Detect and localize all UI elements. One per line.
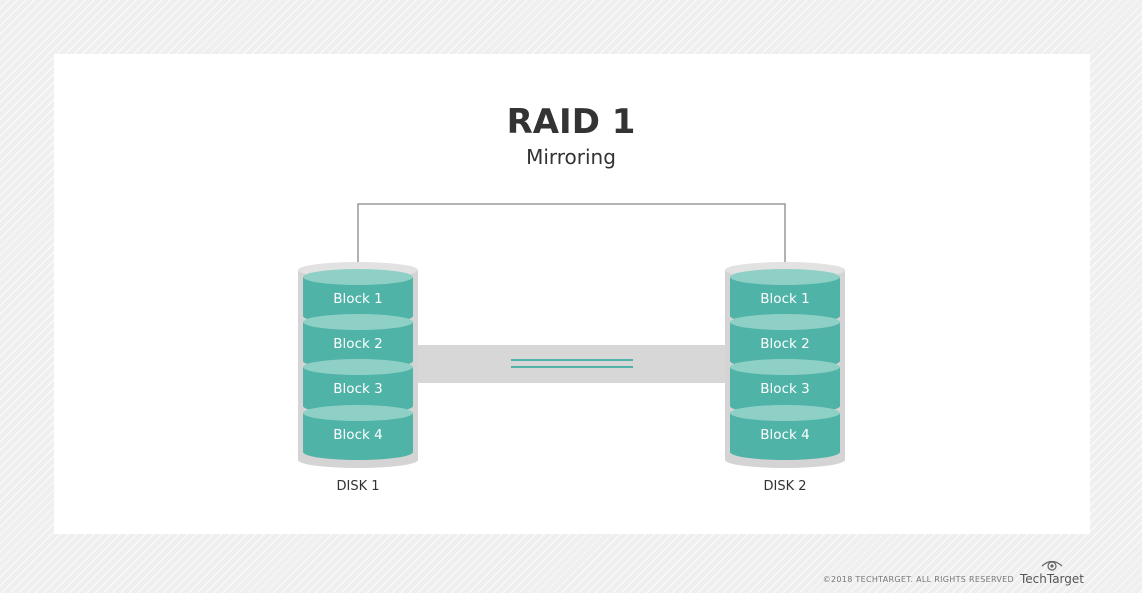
brand-name: TechTarget [1019,572,1084,586]
block-top [303,405,413,421]
disk-1: Block 1 Block 2 Block 3 Block 4 DISK 1 [298,262,418,494]
block-label: Block 3 [760,381,809,397]
block-top [730,314,840,330]
block-bottom [303,444,413,460]
disk-label: DISK 1 [336,479,379,494]
block-label: Block 2 [760,336,809,352]
block-label: Block 1 [333,291,382,307]
block-label: Block 4 [760,427,809,443]
eye-icon [1041,560,1063,571]
disk-label: DISK 2 [763,479,806,494]
techtarget-logo: TechTarget [1019,560,1084,586]
footer: ©2018 TECHTARGET. ALL RIGHTS RESERVED Te… [822,560,1084,586]
block-top [730,359,840,375]
disk-2: Block 1 Block 2 Block 3 Block 4 DISK 2 [725,262,845,494]
copyright-text: ©2018 TECHTARGET. ALL RIGHTS RESERVED [822,575,1014,584]
disk-1-block-4: Block 4 [303,405,413,460]
block-label: Block 3 [333,381,382,397]
block-label: Block 1 [760,291,809,307]
diagram-panel [54,54,1090,534]
mirror-connector [418,345,726,383]
mirror-link-line [357,203,786,276]
block-top [303,359,413,375]
block-top [303,314,413,330]
diagram-title: RAID 1 [506,102,636,142]
block-top [730,405,840,421]
block-label: Block 2 [333,336,382,352]
diagram-subtitle: Mirroring [526,145,616,169]
block-top [303,269,413,285]
block-top [730,269,840,285]
disk-2-block-4: Block 4 [730,405,840,460]
block-bottom [730,444,840,460]
block-label: Block 4 [333,427,382,443]
